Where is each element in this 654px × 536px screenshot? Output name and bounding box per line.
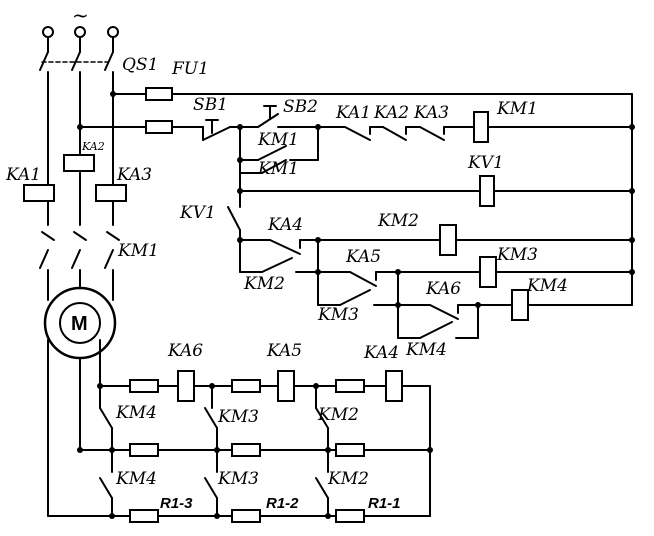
ka1-contact: KA1: [335, 103, 371, 141]
kv1-coil: [479, 175, 495, 207]
kv1-contact-label: KV1: [179, 203, 216, 223]
resistor-r1-1-bottom: [335, 509, 365, 523]
km4-coil: [511, 289, 529, 321]
svg-text:KV1: KV1: [467, 153, 504, 173]
fu1-label: FU1: [171, 59, 209, 79]
resistor-r1-1-top: [335, 379, 365, 393]
motor: M: [43, 286, 117, 360]
svg-text:KA4: KA4: [363, 343, 399, 363]
terminal-l3: [107, 26, 119, 38]
control-circuit: FU1 SB1 SB2: [77, 59, 635, 360]
terminal-l1: [42, 26, 54, 38]
km1-power-label: KM1: [117, 241, 159, 261]
km2-hold-label: KM2: [243, 274, 285, 294]
main-switch-qs1: QS1: [39, 36, 158, 89]
resistor-r1-3-bottom: [129, 509, 159, 523]
ka4-contact-label: KA4: [267, 215, 303, 235]
svg-text:KM2: KM2: [327, 469, 369, 489]
fuse-fu1-top: [145, 87, 173, 101]
svg-text:KM4: KM4: [526, 276, 568, 296]
resistor-r1-3-top: [129, 379, 159, 393]
rotor-circuit: KA6 KA5 KA4 KM4 KM3 KM2: [47, 339, 433, 523]
svg-text:KA3: KA3: [116, 165, 152, 185]
svg-text:KM3: KM3: [217, 469, 259, 489]
ka5-contact-label: KA5: [345, 247, 381, 267]
resistor-r1-2-top: [231, 379, 261, 393]
svg-text:R1-3: R1-3: [160, 495, 193, 512]
svg-text:KM2: KM2: [377, 211, 419, 231]
km1-branch-label: KM1: [257, 159, 299, 179]
svg-text:KM2: KM2: [317, 405, 359, 425]
svg-text:KA5: KA5: [266, 341, 302, 361]
svg-text:R1-1: R1-1: [368, 495, 401, 512]
power-relays: KA1 KA2 KA3 KM1: [5, 140, 159, 301]
svg-text:KM4: KM4: [115, 469, 157, 489]
ka6-contact-label: KA6: [425, 279, 461, 299]
sb2-start-button[interactable]: SB2: [239, 97, 319, 128]
ka2-coil: [63, 154, 95, 172]
resistor-r1-3-mid: [129, 443, 159, 457]
svg-text:KA1: KA1: [335, 103, 371, 123]
motor-label: M: [71, 313, 88, 335]
svg-text:KM3: KM3: [496, 245, 538, 265]
fuse-fu1-bottom: [145, 120, 173, 134]
qs1-label: QS1: [122, 55, 158, 75]
svg-text:KM3: KM3: [217, 407, 259, 427]
supply-terminals: ~: [42, 3, 119, 38]
sb2-label: SB2: [283, 97, 318, 117]
ka3-contact: KA3: [413, 103, 449, 141]
ka2-contact: KA2: [373, 103, 409, 141]
svg-text:KA6: KA6: [167, 341, 203, 361]
sb1-label: SB1: [193, 95, 228, 115]
svg-text:KA2: KA2: [81, 140, 105, 153]
resistor-r1-2-bottom: [231, 509, 261, 523]
ka6-coil: [177, 370, 195, 402]
svg-text:KA3: KA3: [413, 103, 449, 123]
svg-text:R1-2: R1-2: [266, 495, 299, 512]
km1-coil: [473, 111, 489, 143]
km2-coil: [439, 224, 457, 256]
ka3-coil: [95, 184, 127, 202]
km1-hold-label: KM1: [257, 130, 299, 150]
svg-text:KA1: KA1: [5, 165, 41, 185]
resistor-r1-1-mid: [335, 443, 365, 457]
ka5-coil: [277, 370, 295, 402]
sb1-stop-button[interactable]: SB1: [193, 95, 231, 141]
ka4-coil: [385, 370, 403, 402]
km3-coil: [479, 256, 497, 288]
svg-text:KA2: KA2: [373, 103, 409, 123]
svg-text:KM4: KM4: [115, 403, 157, 423]
resistor-r1-2-mid: [231, 443, 261, 457]
km3-hold-label: KM3: [317, 305, 359, 325]
svg-text:KM1: KM1: [496, 99, 538, 119]
km4-hold-label: KM4: [405, 340, 447, 360]
terminal-l2: [74, 26, 86, 38]
ka1-coil: [23, 184, 55, 202]
ac-symbol: ~: [72, 3, 89, 27]
